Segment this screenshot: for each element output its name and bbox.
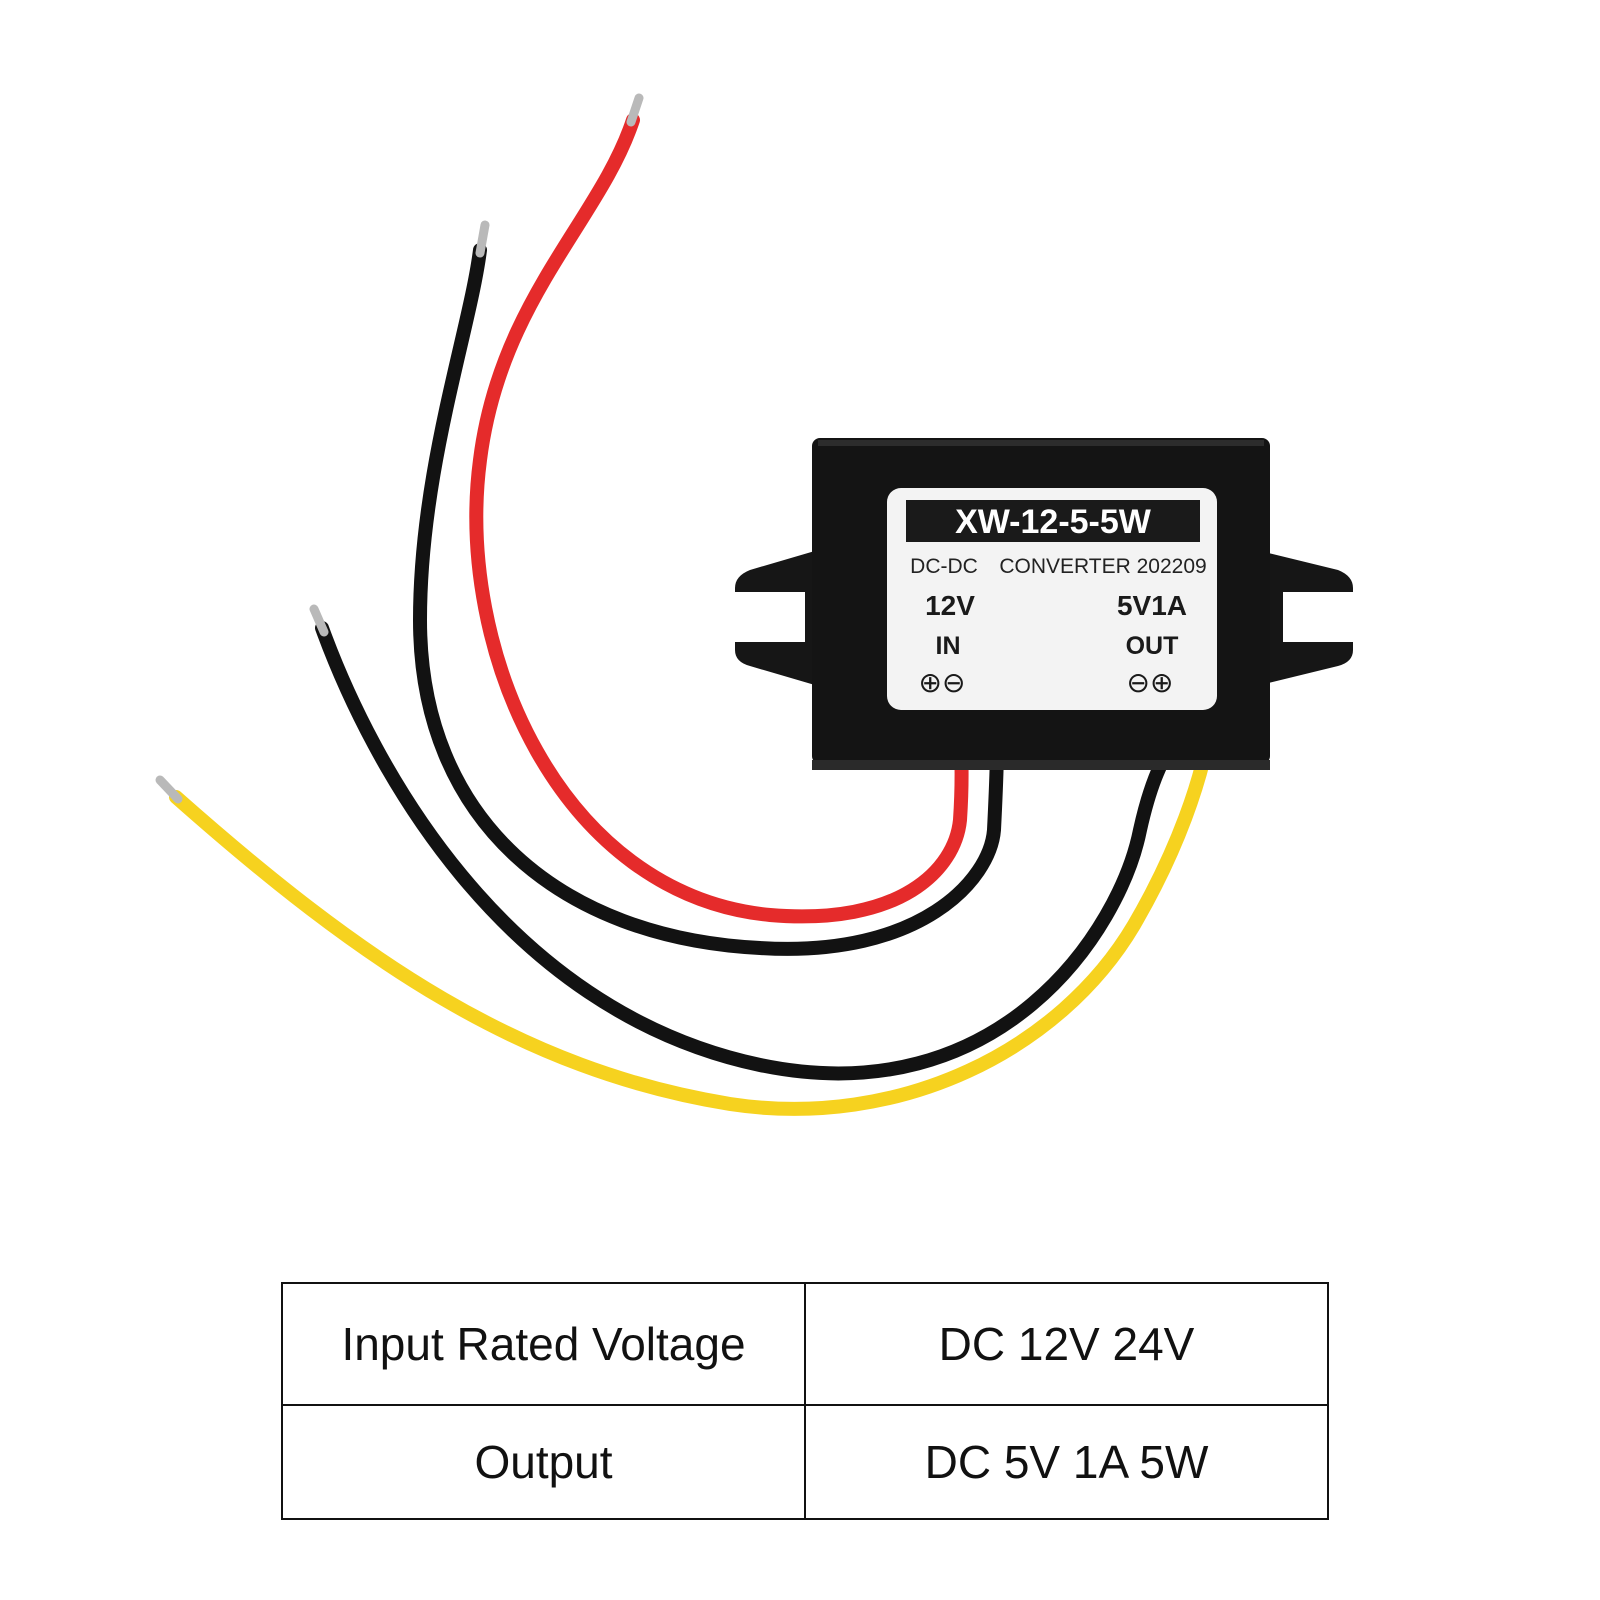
red-wire-tip: [626, 93, 644, 127]
wire-bundle: [155, 93, 1215, 1116]
right-mounting-tab: [1248, 548, 1353, 688]
product-photo: XW-12-5-5W DC-DC CONVERTER 202209 12V 5V…: [155, 93, 1353, 1116]
yellow-wire-tip: [155, 775, 183, 804]
model-number: XW-12-5-5W: [955, 503, 1152, 541]
output-label-text: OUT: [1126, 632, 1179, 660]
spec-label-cell: Input Rated Voltage: [281, 1282, 806, 1406]
spec-label-cell: Output: [281, 1404, 806, 1520]
spec-value-cell: DC 12V 24V: [804, 1282, 1329, 1406]
yellow-wire: [169, 733, 1215, 1116]
black-output-wire-tip: [309, 604, 329, 637]
input-label-text: IN: [936, 632, 961, 660]
red-wire: [469, 113, 969, 924]
model-banner: [906, 500, 1200, 542]
mounting-tabs: [735, 548, 1353, 688]
output-rating-text: 5V1A: [1117, 590, 1187, 621]
left-mounting-tab: [735, 548, 825, 688]
output-polarity-symbols: ⊖⊕: [1127, 667, 1174, 698]
table-row: Input Rated Voltage DC 12V 24V: [281, 1282, 1329, 1406]
table-row: Output DC 5V 1A 5W: [281, 1404, 1329, 1520]
spec-table: Input Rated Voltage DC 12V 24V Output DC…: [281, 1282, 1329, 1520]
dc-dc-text: DC-DC: [910, 555, 978, 578]
spec-value-cell: DC 5V 1A 5W: [804, 1404, 1329, 1520]
product-label: XW-12-5-5W DC-DC CONVERTER 202209 12V 5V…: [887, 488, 1217, 710]
black-input-wire-tip: [475, 220, 490, 258]
black-input-wire: [413, 243, 1004, 956]
input-polarity-symbols: ⊕⊖: [919, 667, 966, 698]
black-output-wire: [315, 621, 1179, 1081]
input-voltage-text: 12V: [925, 590, 975, 621]
converter-text: CONVERTER 202209: [999, 555, 1206, 578]
